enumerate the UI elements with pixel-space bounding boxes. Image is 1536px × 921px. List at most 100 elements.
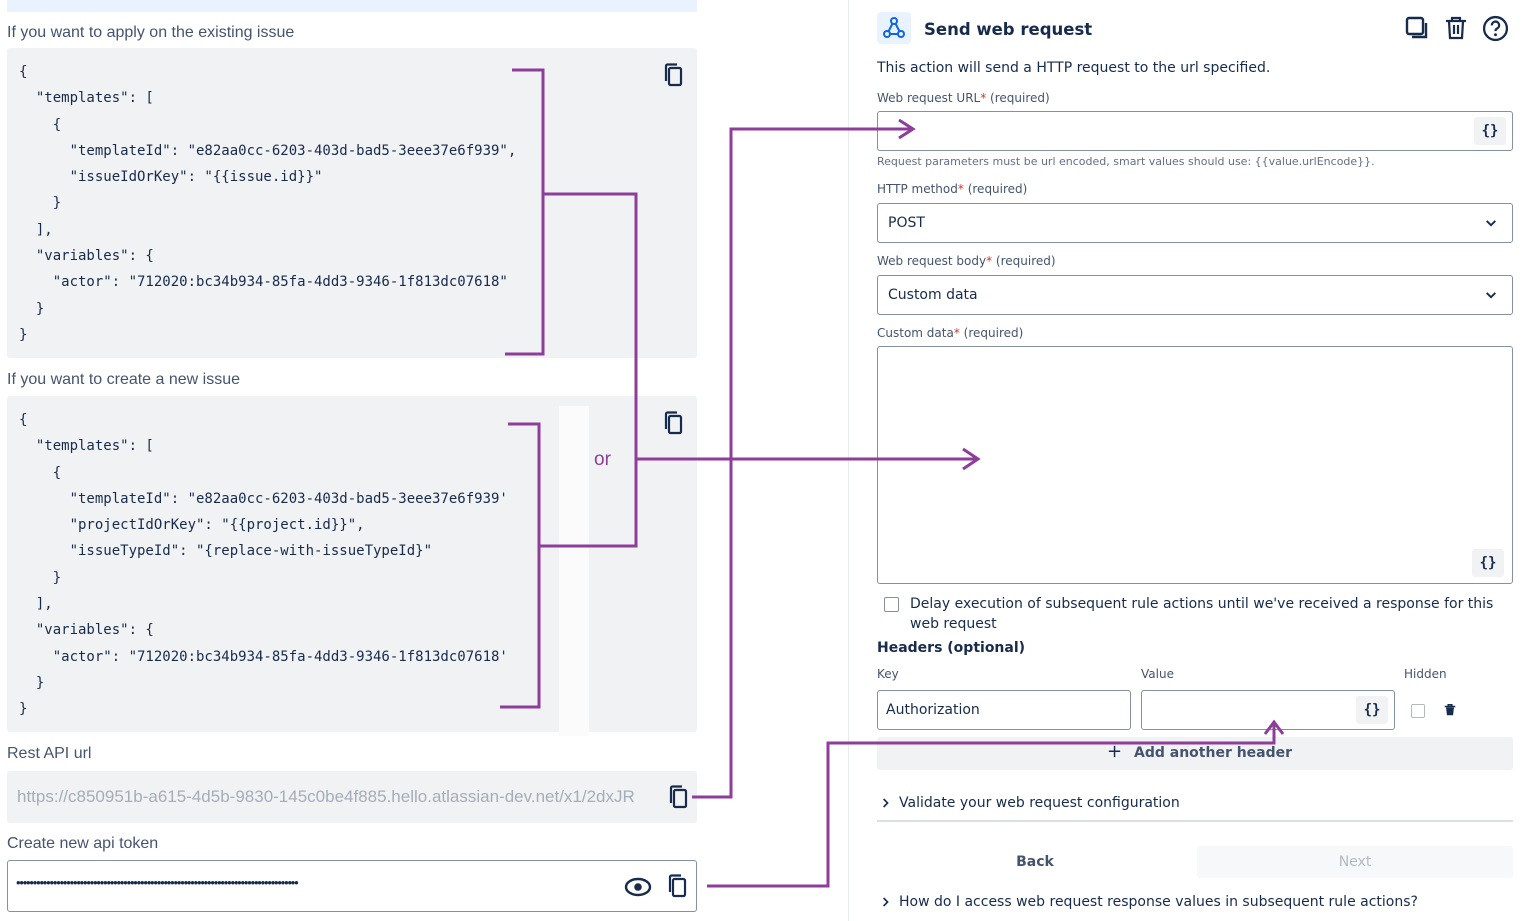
url-input[interactable]: {} — [877, 111, 1513, 151]
value-column-header: Value — [1141, 667, 1174, 681]
code-line: } — [19, 674, 45, 691]
code-line: "variables": { — [19, 248, 154, 265]
hidden-column-header: Hidden — [1404, 667, 1447, 681]
rest-api-field[interactable]: https://c850951b-a615-4d5b-9830-145c0be4… — [7, 771, 697, 823]
code-line: "issueIdOrKey": "{{issue.id}}" — [19, 169, 323, 186]
existing-issue-code: { "templates": [ { "templateId": "e82aa0… — [19, 59, 516, 348]
bracket-existing — [505, 68, 545, 356]
overlay-patch — [559, 406, 589, 736]
request-body-value: Custom data — [888, 287, 978, 303]
url-helper-text: Request parameters must be url encoded, … — [877, 155, 1375, 168]
connector-existing — [539, 192, 638, 548]
chevron-right-icon — [883, 798, 889, 808]
code-line: } — [19, 300, 45, 317]
new-issue-code-block: { "templates": [ { "templateId": "e82aa0… — [7, 396, 697, 736]
new-issue-code: { "templates": [ { "templateId": "e82aa0… — [19, 407, 508, 723]
arrowhead-url — [898, 118, 916, 140]
code-line: { — [19, 64, 28, 80]
copy-new-code-button[interactable] — [662, 410, 686, 436]
custom-data-label: Custom data* (required) — [877, 326, 1023, 340]
delete-header-button[interactable] — [1443, 703, 1459, 719]
required-mark: * — [953, 326, 960, 340]
chevron-down-icon — [1486, 292, 1496, 299]
copy-icon — [669, 785, 688, 809]
required-mark: * — [957, 182, 964, 196]
http-method-select[interactable]: POST — [877, 203, 1513, 243]
body-label: Web request body* (required) — [877, 254, 1056, 268]
custom-data-required-text: (required) — [963, 326, 1024, 340]
copy-icon — [664, 411, 683, 435]
custom-data-label-text: Custom data — [877, 326, 954, 340]
arrowhead-header-value — [1263, 719, 1285, 735]
custom-data-textarea[interactable]: {} — [877, 346, 1513, 584]
body-required-text: (required) — [995, 254, 1056, 268]
copy-icon — [668, 874, 687, 898]
copy-url-button[interactable] — [667, 784, 691, 810]
plus-icon: + — [1107, 741, 1123, 762]
api-token-label: Create new api token — [7, 835, 159, 852]
panel-description: This action will send a HTTP request to … — [877, 60, 1271, 76]
required-mark: * — [980, 91, 987, 105]
next-button[interactable]: Next — [1197, 846, 1513, 878]
header-key-value: Authorization — [886, 702, 980, 718]
http-method-value: POST — [888, 215, 925, 231]
existing-issue-code-block: { "templates": [ { "templateId": "e82aa0… — [7, 48, 697, 358]
method-required-text: (required) — [967, 182, 1028, 196]
delay-text-line2: web request — [910, 616, 997, 632]
code-line: "templates": [ — [19, 90, 154, 107]
code-line: "actor": "712020:bc34b934-85fa-4dd3-9346… — [19, 274, 508, 291]
code-line: "actor": "712020:bc34b934-85fa-4dd3-9346… — [19, 648, 508, 665]
code-line: { — [19, 116, 62, 133]
back-button[interactable]: Back — [877, 846, 1193, 878]
duplicate-button[interactable] — [1402, 13, 1432, 43]
body-label-text: Web request body — [877, 254, 987, 268]
or-label: or — [594, 449, 611, 470]
method-label: HTTP method* (required) — [877, 182, 1027, 196]
trash-icon — [1444, 703, 1456, 716]
eye-icon — [624, 877, 652, 897]
api-token-field[interactable]: ••••••••••••••••••••••••••••••••••••••••… — [7, 860, 697, 912]
custom-data-smart-value-button[interactable]: {} — [1472, 549, 1504, 577]
trash-icon — [1446, 16, 1466, 40]
request-body-select[interactable]: Custom data — [877, 275, 1513, 315]
top-strip — [7, 0, 697, 12]
key-column-header: Key — [877, 667, 899, 681]
delay-checkbox[interactable] — [884, 597, 899, 612]
add-header-label: Add another header — [1134, 745, 1293, 761]
required-mark: * — [986, 254, 993, 268]
panel-title: Send web request — [924, 20, 1093, 39]
code-line: ], — [19, 221, 53, 238]
delete-button[interactable] — [1441, 13, 1471, 43]
send-web-request-panel: Send web request This action will send a… — [848, 0, 1536, 921]
back-label: Back — [1016, 854, 1054, 870]
code-line: "templateId": "e82aa0cc-6203-403d-bad5-3… — [19, 490, 508, 507]
code-line: } — [19, 326, 28, 343]
faq-toggle[interactable]: How do I access web request response val… — [877, 890, 1513, 914]
hidden-checkbox[interactable] — [1411, 704, 1425, 718]
code-line: } — [19, 701, 28, 718]
code-line: "templateId": "e82aa0cc-6203-403d-bad5-3… — [19, 142, 517, 159]
copy-existing-code-button[interactable] — [662, 62, 686, 88]
bracket-new — [500, 422, 541, 709]
validate-toggle[interactable]: Validate your web request configuration — [877, 790, 1513, 822]
code-line: } — [19, 195, 62, 212]
url-smart-value-button[interactable]: {} — [1474, 117, 1506, 145]
header-smart-value-button[interactable]: {} — [1356, 696, 1388, 724]
duplicate-icon — [1405, 16, 1428, 39]
header-key-input[interactable]: Authorization — [877, 690, 1131, 730]
copy-token-button[interactable] — [666, 873, 690, 899]
code-line: { — [19, 464, 62, 481]
faq-text: How do I access web request response val… — [899, 894, 1418, 910]
help-button[interactable] — [1480, 13, 1510, 43]
url-label-text: Web request URL — [877, 91, 981, 105]
chevron-right-icon — [883, 897, 889, 907]
show-token-button[interactable] — [623, 874, 653, 900]
code-line: } — [19, 569, 62, 586]
arrowhead-custom-data — [962, 447, 981, 471]
headers-title: Headers (optional) — [877, 640, 1026, 656]
url-label: Web request URL* (required) — [877, 91, 1050, 105]
arrow-to-url — [692, 127, 913, 799]
rest-api-url: https://c850951b-a615-4d5b-9830-145c0be4… — [17, 787, 635, 806]
chevron-down-icon — [1486, 220, 1496, 227]
